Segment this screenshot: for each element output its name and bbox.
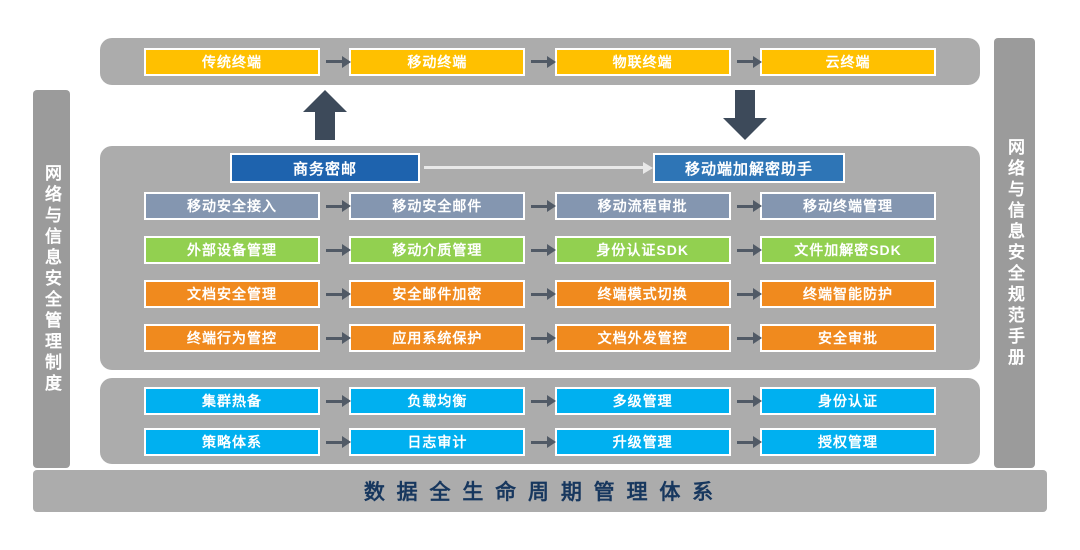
flow-right-arrow-icon xyxy=(531,244,557,256)
module-box: 文档安全管理 xyxy=(144,280,320,308)
footer-bar: 数 据 全 生 命 周 期 管 理 体 系 xyxy=(33,470,1047,512)
flow-gap xyxy=(320,395,352,407)
module-box: 终端智能防护 xyxy=(759,280,936,308)
arrow-head xyxy=(723,118,767,140)
arrow-shaft xyxy=(735,90,755,118)
module-box: 文档外发管控 xyxy=(554,324,731,352)
platform-box: 策略体系 xyxy=(144,428,320,456)
flow-right-arrow-icon xyxy=(531,288,557,300)
flow-gap xyxy=(731,288,762,300)
flow-right-arrow-icon xyxy=(736,200,762,212)
flow-right-arrow-icon xyxy=(326,436,352,448)
module-row-document-security: 文档安全管理 安全邮件加密 终端模式切换 终端智能防护 xyxy=(100,280,980,308)
flow-right-arrow-icon xyxy=(531,55,557,68)
flow-gap xyxy=(525,436,557,448)
flow-right-arrow-icon xyxy=(531,200,557,212)
flow-right-arrow-icon xyxy=(736,244,762,256)
module-box: 移动终端管理 xyxy=(759,192,936,220)
flow-gap xyxy=(525,332,557,344)
terminal-box-iot: 物联终端 xyxy=(554,47,731,76)
flow-gap xyxy=(320,244,352,256)
platform-panel: 集群热备 负载均衡 多级管理 身份认证 策略体系 日志审计 升级管理 授权管理 xyxy=(100,378,980,464)
middle-panel: 商务密邮 移动端加解密助手 移动安全接入 移动安全邮件 移动流程审批 移动终端管… xyxy=(100,146,980,370)
flow-gap xyxy=(731,244,762,256)
flow-right-arrow-icon xyxy=(326,200,352,212)
flow-right-arrow-icon xyxy=(326,244,352,256)
flow-gap xyxy=(320,288,352,300)
module-row-behavior-control: 终端行为管控 应用系统保护 文档外发管控 安全审批 xyxy=(100,324,980,352)
module-row-mobile-security: 移动安全接入 移动安全邮件 移动流程审批 移动终端管理 xyxy=(100,192,980,220)
module-box: 移动安全接入 xyxy=(144,192,320,220)
arrow-shaft xyxy=(315,112,335,140)
flow-right-arrow-icon xyxy=(531,332,557,344)
module-box: 终端行为管控 xyxy=(144,324,320,352)
module-box: 安全邮件加密 xyxy=(349,280,526,308)
flow-gap xyxy=(525,55,557,68)
terminal-box-mobile: 移动终端 xyxy=(349,47,526,76)
flow-right-arrow-icon xyxy=(736,395,762,407)
flow-right-arrow-icon xyxy=(736,436,762,448)
flow-right-arrow-icon xyxy=(326,332,352,344)
platform-row-policy: 策略体系 日志审计 升级管理 授权管理 xyxy=(100,428,980,456)
module-box: 移动安全邮件 xyxy=(349,192,526,220)
right-sidebar: 网络与信息安全规范手册 xyxy=(994,38,1035,468)
module-box: 移动流程审批 xyxy=(554,192,731,220)
flow-right-arrow-icon xyxy=(531,395,557,407)
flow-right-arrow-icon xyxy=(736,288,762,300)
flow-gap xyxy=(731,332,762,344)
left-sidebar-label: 网络与信息安全管理制度 xyxy=(42,163,61,395)
flow-gap xyxy=(525,395,557,407)
flow-gap xyxy=(731,200,762,212)
terminal-box-cloud: 云终端 xyxy=(759,47,936,76)
right-sidebar-label: 网络与信息安全规范手册 xyxy=(1005,137,1024,369)
platform-row-cluster: 集群热备 负载均衡 多级管理 身份认证 xyxy=(100,387,980,415)
flow-up-arrow-icon xyxy=(303,90,347,140)
flow-gap xyxy=(731,395,762,407)
module-box: 应用系统保护 xyxy=(349,324,526,352)
platform-box: 授权管理 xyxy=(759,428,936,456)
terminal-row: 传统终端 移动终端 物联终端 云终端 xyxy=(100,38,980,85)
flow-gap xyxy=(320,200,352,212)
middle-header: 商务密邮 移动端加解密助手 xyxy=(100,153,980,183)
module-box: 终端模式切换 xyxy=(554,280,731,308)
secure-mail-box: 商务密邮 xyxy=(230,153,420,183)
module-box: 文件加解密SDK xyxy=(759,236,936,264)
platform-box: 集群热备 xyxy=(144,387,320,415)
flow-gap xyxy=(731,55,762,68)
module-box: 身份认证SDK xyxy=(554,236,731,264)
long-right-arrow-icon xyxy=(424,161,653,174)
flow-down-arrow-icon xyxy=(723,90,767,140)
flow-right-arrow-icon xyxy=(326,55,352,68)
terminal-box-traditional: 传统终端 xyxy=(144,47,320,76)
platform-box: 多级管理 xyxy=(554,387,731,415)
platform-box: 负载均衡 xyxy=(349,387,526,415)
flow-gap xyxy=(320,55,352,68)
flow-gap xyxy=(320,332,352,344)
flow-right-arrow-icon xyxy=(326,395,352,407)
flow-right-arrow-icon xyxy=(326,288,352,300)
flow-right-arrow-icon xyxy=(736,332,762,344)
flow-gap xyxy=(731,436,762,448)
module-row-device-management: 外部设备管理 移动介质管理 身份认证SDK 文件加解密SDK xyxy=(100,236,980,264)
mobile-crypto-assistant-box: 移动端加解密助手 xyxy=(653,153,845,183)
module-box: 移动介质管理 xyxy=(349,236,526,264)
footer-title: 数 据 全 生 命 周 期 管 理 体 系 xyxy=(363,481,717,504)
platform-box: 日志审计 xyxy=(349,428,526,456)
terminal-panel: 传统终端 移动终端 物联终端 云终端 xyxy=(100,38,980,85)
arrow-head xyxy=(303,90,347,112)
platform-box: 身份认证 xyxy=(759,387,936,415)
module-box: 安全审批 xyxy=(759,324,936,352)
left-sidebar: 网络与信息安全管理制度 xyxy=(33,90,70,468)
flow-gap xyxy=(525,288,557,300)
flow-gap xyxy=(525,200,557,212)
flow-gap xyxy=(320,436,352,448)
flow-right-arrow-icon xyxy=(531,436,557,448)
flow-right-arrow-icon xyxy=(736,55,762,68)
module-box: 外部设备管理 xyxy=(144,236,320,264)
flow-gap xyxy=(525,244,557,256)
platform-box: 升级管理 xyxy=(554,428,731,456)
